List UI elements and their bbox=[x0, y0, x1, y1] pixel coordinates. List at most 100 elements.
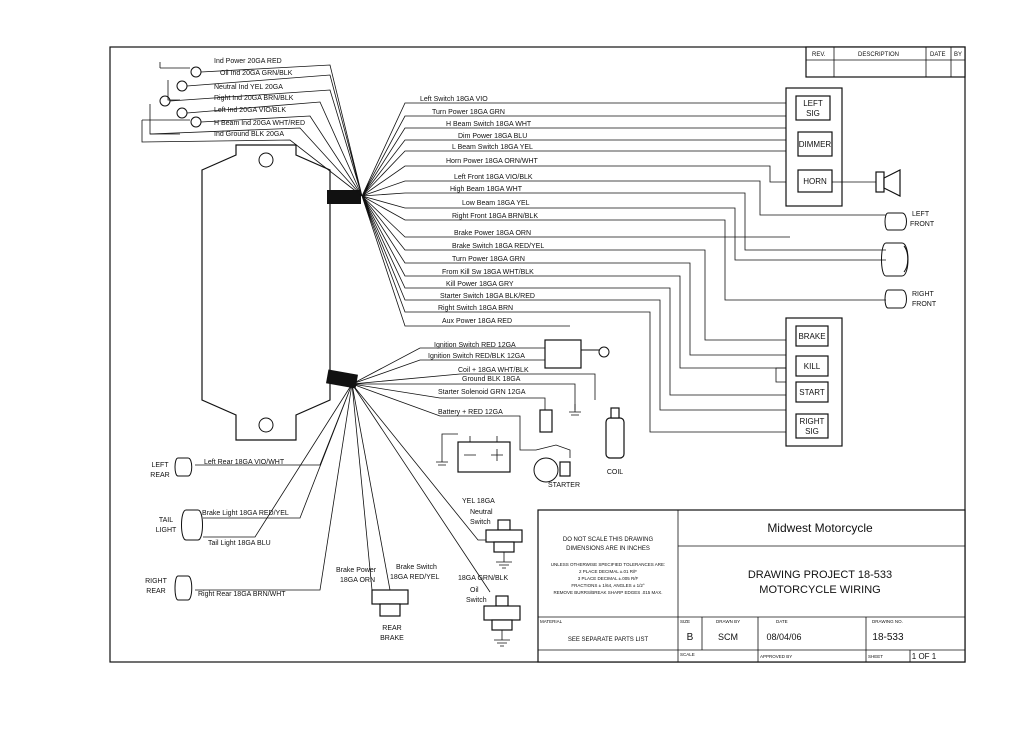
oil-wire-label: 18GA GRN/BLK bbox=[458, 575, 509, 582]
starter-circuit: STARTER COIL bbox=[436, 404, 625, 489]
left-rear-lamp: LEFT REAR Left Rear 18GA VIO/WHT bbox=[150, 457, 285, 479]
lower-connector bbox=[326, 369, 358, 389]
wire-kill-power: Kill Power 18GA GRY bbox=[446, 281, 514, 288]
wire-left-front: Left Front 18GA VIO/BLK bbox=[454, 174, 533, 181]
tolerance-1: UNLESS OTHERWISE SPECIFIED TOLERANCES AR… bbox=[551, 562, 666, 567]
neutral-switch-label-1: Neutral bbox=[470, 509, 493, 516]
tail-label-1: TAIL bbox=[159, 517, 173, 524]
wire-ground: Ground BLK 18GA bbox=[462, 376, 521, 383]
tolerance-2: 2 PLACE DECIMAL ±.01 R/F bbox=[579, 569, 637, 574]
left-sig-switch bbox=[795, 95, 831, 121]
drawing-title-2: MOTORCYCLE WIRING bbox=[759, 584, 880, 596]
coil bbox=[605, 417, 625, 459]
wire-from-kill: From Kill Sw 18GA WHT/BLK bbox=[442, 269, 534, 276]
oil-ind-label: Oil Ind 20GA GRN/BLK bbox=[220, 70, 293, 77]
dimmer-switch bbox=[797, 131, 833, 157]
left-sig-label-1: LEFT bbox=[803, 99, 823, 108]
wire-aux-power: Aux Power 18GA RED bbox=[442, 318, 512, 325]
brake-switch-label-2: 18GA RED/YEL bbox=[390, 574, 440, 581]
brake-power-label-2: 18GA ORN bbox=[340, 577, 375, 584]
left-front-label-1: LEFT bbox=[912, 211, 930, 218]
wire-ignition-1: Ignition Switch RED 12GA bbox=[434, 342, 516, 349]
neutral-switch-label-2: Switch bbox=[470, 519, 491, 526]
oil-switch-label-2: Switch bbox=[466, 597, 487, 604]
neutral-ind-label: Neutral Ind YEL 20GA bbox=[214, 84, 283, 91]
left-front-label-2: FRONT bbox=[910, 221, 935, 228]
oil-switch-label-1: Oil bbox=[470, 587, 479, 594]
rear-brake-label-2: BRAKE bbox=[380, 635, 404, 642]
tolerance-4: FRACTIONS ± 1/64, ANGLES ± 1/2° bbox=[571, 583, 644, 588]
right-ind-label: Right Ind 20GA BRN/BLK bbox=[214, 95, 294, 102]
wire-ignition-2: Ignition Switch RED/BLK 12GA bbox=[428, 353, 525, 360]
wire-starter-switch: Starter Switch 18GA BLK/RED bbox=[440, 293, 535, 300]
wire-lbeam-switch: L Beam Switch 18GA YEL bbox=[452, 144, 533, 151]
neutral-switch: YEL 18GA Neutral Switch bbox=[462, 498, 523, 569]
wire-battery-plus: Battery + RED 12GA bbox=[438, 409, 503, 416]
right-front-label-2: FRONT bbox=[912, 301, 937, 308]
right-sig-label-2: SIG bbox=[805, 427, 819, 436]
coil-label: COIL bbox=[607, 469, 623, 476]
headlight bbox=[881, 242, 909, 277]
wire-right-rear: Right Rear 18GA BRN/WHT bbox=[198, 591, 286, 598]
ignition-switch bbox=[544, 339, 610, 369]
ind-power-label: Ind Power 20GA RED bbox=[214, 58, 282, 65]
start-switch-box bbox=[795, 381, 829, 403]
drawing-title-1: DRAWING PROJECT 18-533 bbox=[748, 569, 892, 581]
horn-switch bbox=[797, 169, 833, 193]
handlebar-switch-left: LEFT SIG DIMMER HORN bbox=[785, 87, 876, 207]
tolerance-3: 3 PLACE DECIMAL ±.005 R/F bbox=[578, 576, 639, 581]
drawing-no-label: DRAWING NO. bbox=[872, 619, 903, 624]
handlebar-switch-right: BRAKE KILL START RIGHT SIG bbox=[775, 317, 843, 447]
yel-label: YEL 18GA bbox=[462, 498, 495, 505]
size-value: B bbox=[687, 632, 694, 643]
right-rear-label-2: REAR bbox=[146, 588, 165, 595]
brake-label: BRAKE bbox=[798, 332, 825, 341]
date-header: DATE bbox=[930, 52, 946, 58]
scale-label: SCALE bbox=[680, 652, 695, 657]
rev-header: REV. bbox=[812, 52, 826, 58]
drawn-value: SCM bbox=[718, 632, 738, 642]
rear-brake-switch: Brake Power 18GA ORN Brake Switch 18GA R… bbox=[336, 564, 440, 642]
wire-starter-solenoid: Starter Solenoid GRN 12GA bbox=[438, 389, 526, 396]
right-front-lamp: RIGHT FRONT bbox=[884, 289, 937, 309]
right-harness: Left Switch 18GA VIO Turn Power 18GA GRN… bbox=[361, 96, 886, 433]
junction-module bbox=[201, 144, 361, 441]
horn-label: HORN bbox=[803, 177, 827, 186]
brake-power-label-1: Brake Power bbox=[336, 567, 377, 574]
wire-brake-power: Brake Power 18GA ORN bbox=[454, 230, 531, 237]
brake-switch-label-1: Brake Switch bbox=[396, 564, 437, 571]
kill-label: KILL bbox=[804, 362, 821, 371]
do-not-scale-2: DIMENSIONS ARE IN INCHES bbox=[566, 546, 650, 552]
left-rear-label-2: REAR bbox=[150, 472, 169, 479]
oil-switch: 18GA GRN/BLK Oil Switch bbox=[458, 575, 521, 647]
ind-ground-label: Ind Ground BLK 20GA bbox=[214, 131, 284, 138]
title-block: Midwest Motorcycle DO NOT SCALE THIS DRA… bbox=[537, 509, 966, 663]
description-header: DESCRIPTION bbox=[858, 52, 899, 58]
wire-right-front: Right Front 18GA BRN/BLK bbox=[452, 213, 538, 220]
wire-horn-power: Horn Power 18GA ORN/WHT bbox=[446, 158, 539, 165]
left-ind-label: Left Ind 20GA VIO/BLK bbox=[214, 107, 286, 114]
starter-label: STARTER bbox=[548, 482, 580, 489]
tail-label-2: LIGHT bbox=[156, 527, 177, 534]
starter-motor bbox=[533, 457, 559, 483]
wire-low-beam: Low Beam 18GA YEL bbox=[462, 200, 530, 207]
tolerance-5: REMOVE BURRS/BREAK SHARP EDGES .015 MAX. bbox=[554, 590, 663, 595]
wire-turn-power-2: Turn Power 18GA GRN bbox=[452, 256, 525, 263]
date-value: 08/04/06 bbox=[766, 632, 801, 642]
parts-list: SEE SEPARATE PARTS LIST bbox=[568, 637, 649, 643]
do-not-scale-1: DO NOT SCALE THIS DRAWING bbox=[563, 537, 654, 543]
tail-light: TAIL LIGHT Brake Light 18GA RED/YEL Tail… bbox=[156, 509, 289, 547]
wire-right-switch: Right Switch 18GA BRN bbox=[438, 305, 513, 312]
brake-switch-box bbox=[795, 325, 829, 347]
material-label: MATERIAL bbox=[540, 619, 563, 624]
wire-dim-power: Dim Power 18GA BLU bbox=[458, 133, 527, 140]
battery bbox=[457, 441, 511, 473]
dimmer-label: DIMMER bbox=[799, 140, 832, 149]
indicator-cluster: Ind Power 20GA RED Oil Ind 20GA GRN/BLK … bbox=[141, 58, 363, 197]
kill-switch-box bbox=[795, 355, 829, 377]
upper-connector bbox=[327, 190, 361, 204]
wire-coil-plus: Coil + 18GA WHT/BLK bbox=[458, 367, 529, 374]
right-rear-lamp: RIGHT REAR Right Rear 18GA BRN/WHT bbox=[145, 575, 286, 601]
right-sig-label-1: RIGHT bbox=[800, 417, 825, 426]
